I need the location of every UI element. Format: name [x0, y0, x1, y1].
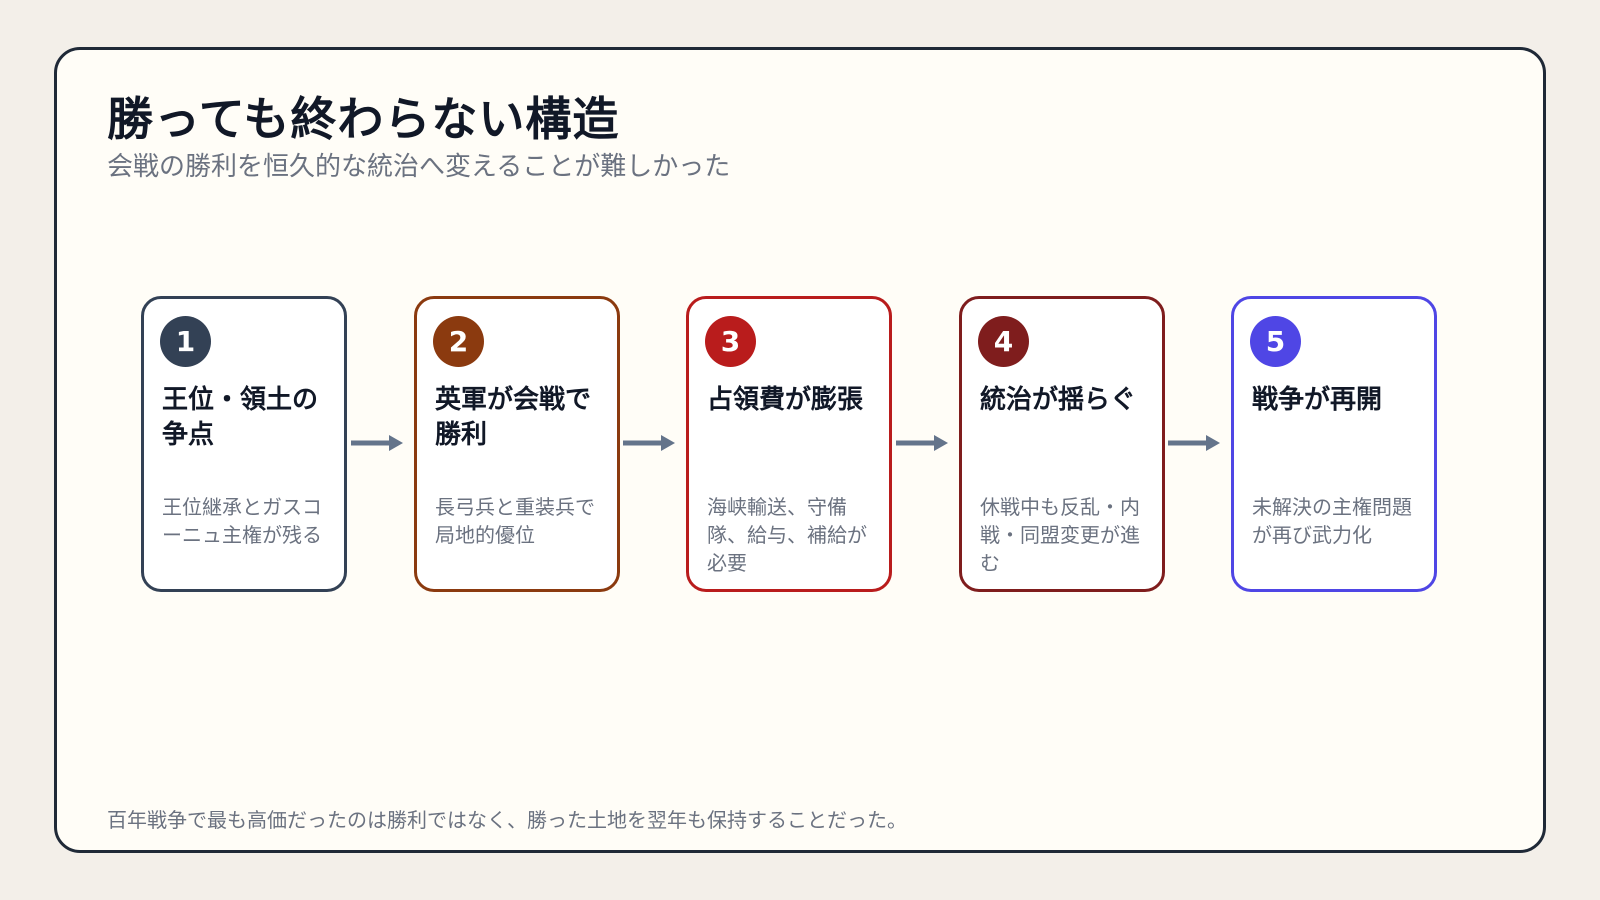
step-desc-3: 海峡輸送、守備隊、給与、補給が必要: [707, 495, 867, 575]
step-desc-5: 未解決の主権問題が再び武力化: [1252, 495, 1412, 547]
step-title-3: 占領費が膨張: [707, 385, 864, 415]
step-badge-2: 2: [433, 316, 484, 367]
step-title-5: 戦争が再開: [1252, 385, 1383, 415]
step-card-4: 4 統治が揺らぐ 休戦中も反乱・内戦・同盟変更が進む: [959, 296, 1165, 592]
arrow-icon-4: [1168, 435, 1220, 451]
step-badge-5: 5: [1250, 316, 1301, 367]
arrow-icon-1: [351, 435, 403, 451]
footer-note: 百年戦争で最も高価だったのは勝利ではなく、勝った土地を翌年も保持することだった。: [107, 808, 907, 832]
page-subtitle: 会戦の勝利を恒久的な統治へ変えることが難しかった: [107, 152, 731, 182]
page-title: 勝っても終わらない構造: [107, 92, 620, 146]
step-desc-1: 王位継承とガスコーニュ主権が残る: [162, 495, 322, 547]
step-card-3: 3 占領費が膨張 海峡輸送、守備隊、給与、補給が必要: [686, 296, 892, 592]
step-desc-4: 休戦中も反乱・内戦・同盟変更が進む: [980, 495, 1140, 575]
step-desc-2: 長弓兵と重装兵で局地的優位: [435, 495, 595, 547]
arrow-icon-2: [623, 435, 675, 451]
step-title-4: 統治が揺らぐ: [980, 385, 1137, 415]
step-card-1: 1 王位・領土の争点 王位継承とガスコーニュ主権が残る: [141, 296, 347, 592]
arrow-icon-3: [896, 435, 948, 451]
step-badge-1: 1: [160, 316, 211, 367]
step-badge-3: 3: [705, 316, 756, 367]
slide-frame: 勝っても終わらない構造 会戦の勝利を恒久的な統治へ変えることが難しかった 1 王…: [54, 47, 1546, 853]
step-card-2: 2 英軍が会戦で勝利 長弓兵と重装兵で局地的優位: [414, 296, 620, 592]
step-badge-4: 4: [978, 316, 1029, 367]
step-card-5: 5 戦争が再開 未解決の主権問題が再び武力化: [1231, 296, 1437, 592]
step-title-1: 王位・領土の争点: [162, 385, 319, 450]
step-title-2: 英軍が会戦で勝利: [435, 385, 592, 450]
